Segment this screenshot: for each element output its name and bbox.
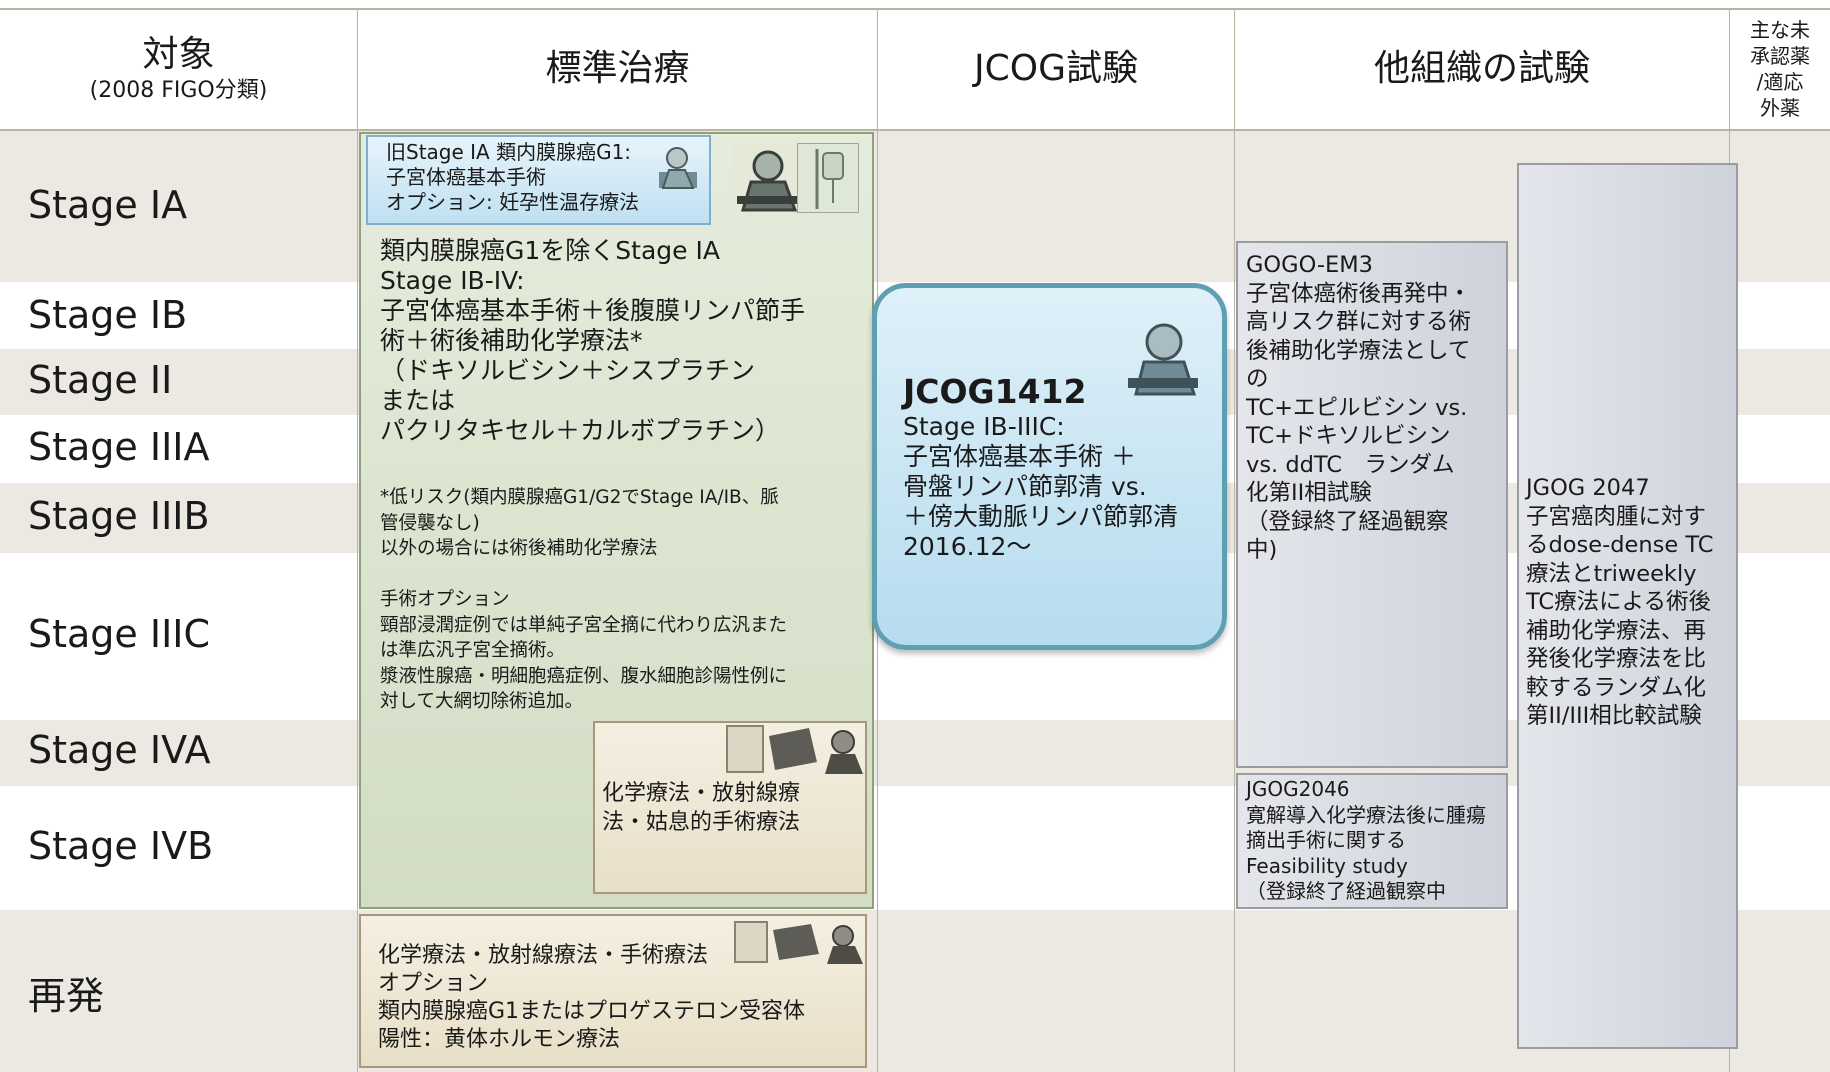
surgeon-icon bbox=[659, 147, 697, 189]
header-other-trials: 他組織の試験 bbox=[1373, 48, 1590, 89]
jcog1412-description: Stage IB-IIIC: 子宮体癌基本手術 ＋ 骨盤リンパ節郭清 vs. ＋… bbox=[903, 412, 1179, 561]
standard-treatment-notes: *低リスク(類内膜腺癌G1/G2でStage IA/IB、脈 管侵襲なし) 以外… bbox=[380, 487, 788, 712]
radiation-machine-icon bbox=[734, 921, 863, 964]
header-unapproved-drugs: 主な未 承認薬 /適応 外薬 bbox=[1750, 18, 1810, 120]
jgog2046-trial-box[interactable]: JGOG2046 寛解導入化学療法後に腫瘍 摘出手術に関する Feasibili… bbox=[1236, 773, 1508, 909]
jgog2047-trial-box[interactable]: JGOG 2047 子宮癌肉腫に対す るdose-dense TC 療法とtri… bbox=[1517, 163, 1738, 1049]
stage-label-recurrence: 再発 bbox=[28, 973, 105, 1018]
header-bottom-rule bbox=[0, 129, 1830, 131]
jcog1412-trial-box[interactable]: JCOG1412 Stage IB-IIIC: 子宮体癌基本手術 ＋ 骨盤リンパ… bbox=[872, 283, 1227, 650]
radiation-machine-icon bbox=[726, 725, 863, 774]
stage-label-iiic: Stage IIIC bbox=[28, 612, 211, 656]
iv-drip-icon bbox=[797, 143, 859, 213]
stage-label-iiib: Stage IIIB bbox=[28, 494, 210, 538]
stage-label-ivb: Stage IVB bbox=[28, 824, 214, 868]
jcog1412-title: JCOG1412 bbox=[903, 372, 1087, 411]
stage-label-ib: Stage IB bbox=[28, 293, 188, 337]
standard-treatment-main-text: 類内膜腺癌G1を除くStage IA Stage IB-IV: 子宮体癌基本手術… bbox=[380, 236, 806, 445]
stage-label-ii: Stage II bbox=[28, 358, 173, 402]
header-target-title: 対象 bbox=[142, 34, 215, 75]
header-jcog-trial: JCOG試験 bbox=[974, 48, 1138, 89]
stage-label-iva: Stage IVA bbox=[28, 728, 211, 772]
gogo-em3-trial-box[interactable]: GOGO-EM3 子宮体癌術後再発中・ 高リスク群に対する術 後補助化学療法とし… bbox=[1236, 241, 1508, 768]
top-rule bbox=[0, 8, 1830, 10]
stage-label-iiia: Stage IIIA bbox=[28, 425, 210, 469]
header-target-subtitle: (2008 FIGO分類) bbox=[89, 78, 268, 103]
column-divider bbox=[357, 8, 358, 1072]
header-standard-treatment: 標準治療 bbox=[545, 48, 690, 89]
surgeon-icon bbox=[1128, 323, 1198, 396]
stage-label-ia: Stage IA bbox=[28, 183, 188, 227]
surgeon-icon bbox=[733, 144, 803, 212]
header-target: 対象 (2008 FIGO分類) bbox=[0, 8, 357, 130]
fertility-preservation-box: 旧Stage IA 類内膜腺癌G1: 子宮体癌基本手術 オプション: 妊孕性温存… bbox=[366, 135, 711, 225]
column-divider bbox=[1234, 8, 1235, 1072]
